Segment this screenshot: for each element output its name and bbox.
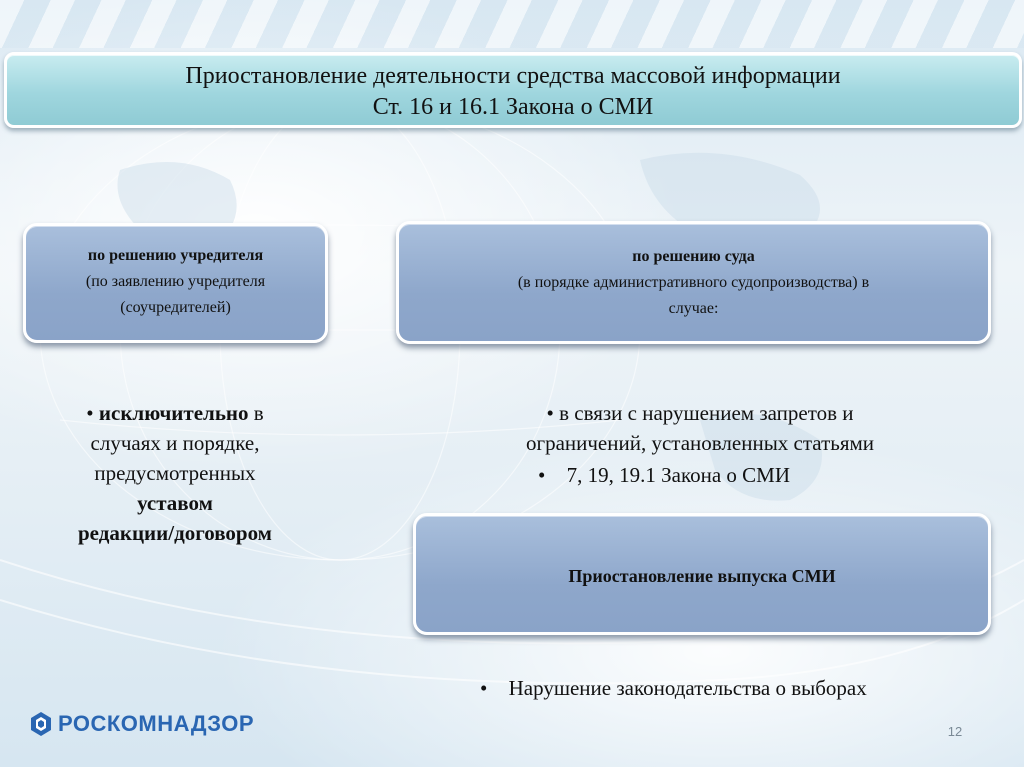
suspension-of-issue-label: Приостановление выпуска СМИ (568, 566, 836, 586)
founder-condition-line-2: случаях и порядке, (90, 431, 260, 455)
founder-condition-line-3: предусмотренных (94, 461, 256, 485)
court-condition-1-text: в связи с нарушением запретов и (559, 401, 854, 425)
founder-condition-line-1: • исключительно в (30, 398, 320, 428)
court-condition-3: • Нарушение законодательства о выборах (480, 673, 867, 703)
bullet-marker: • (538, 463, 546, 487)
court-condition-2-text: 7, 19, 19.1 Закона о СМИ (566, 463, 790, 487)
bullet-marker: • (546, 401, 554, 425)
title-banner: Приостановление деятельности средства ма… (4, 52, 1022, 128)
court-decision-heading: по решению суда (632, 248, 755, 265)
founder-decision-line-3: (соучредителей) (120, 299, 231, 316)
title-line-2: Ст. 16 и 16.1 Закона о СМИ (372, 94, 654, 120)
bullet-marker: • (86, 401, 94, 425)
court-decision-line-2: (в порядке административного судопроизво… (517, 274, 870, 291)
court-decision-line-3: случае: (668, 300, 719, 317)
founder-condition-line-5: редакции/договором (30, 518, 320, 548)
founder-condition-bold-5: редакции/договором (78, 521, 272, 545)
suspension-of-issue-box: Приостановление выпуска СМИ (413, 513, 991, 635)
founder-conditions-list: • исключительно в случаях и порядке, пре… (30, 398, 320, 548)
title-line-1: Приостановление деятельности средства ма… (185, 63, 841, 89)
court-condition-3-text: Нарушение законодательства о выборах (508, 676, 867, 700)
page-number: 12 (947, 724, 963, 739)
founder-decision-box: по решению учредителя (по заявлению учре… (23, 223, 328, 343)
logo-text: РОСКОМНАДЗОР (58, 711, 255, 736)
roskomnadzor-logo-icon (31, 712, 51, 736)
roskomnadzor-logo: РОСКОМНАДЗОР (30, 708, 254, 740)
court-condition-1-line-2: ограничений, установленных статьями (525, 431, 875, 455)
founder-condition-text: в (248, 401, 264, 425)
founder-condition-line-4: уставом (30, 488, 320, 518)
founder-condition-bold-4: уставом (137, 491, 213, 515)
court-conditions-list: • в связи с нарушением запретов и ограни… (470, 398, 930, 458)
header-stripes-decoration (0, 0, 1024, 48)
founder-condition-bold: исключительно (98, 401, 249, 425)
court-condition-2: • 7, 19, 19.1 Закона о СМИ (538, 460, 790, 490)
bullet-marker: • (480, 676, 488, 700)
court-condition-1-line-1: • в связи с нарушением запретов и (470, 398, 930, 428)
founder-decision-heading: по решению учредителя (87, 247, 264, 264)
court-decision-box: по решению суда (в порядке административ… (396, 221, 991, 344)
founder-decision-line-2: (по заявлению учредителя (85, 273, 266, 290)
